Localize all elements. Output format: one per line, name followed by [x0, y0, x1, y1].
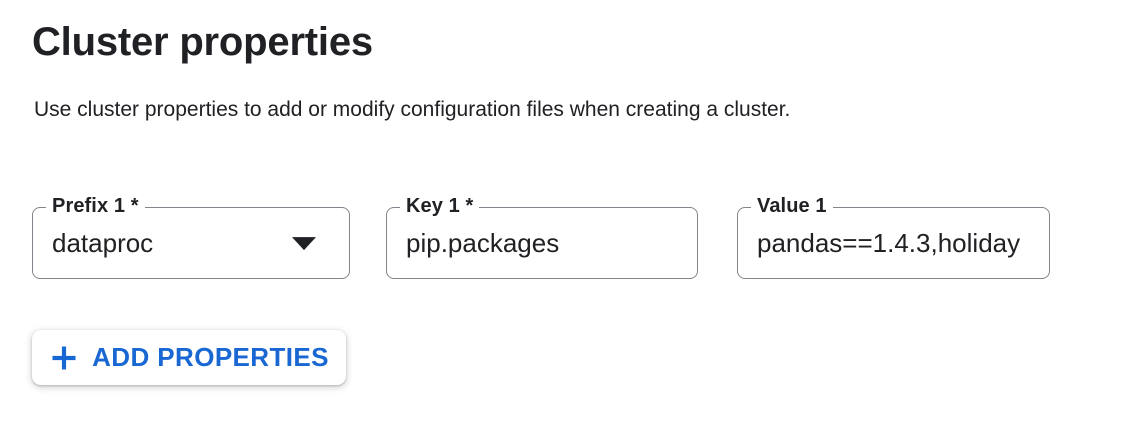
add-properties-button-label: ADD PROPERTIES [92, 342, 329, 372]
prefix-selected-value[interactable]: dataproc [52, 227, 154, 258]
arrow-drop-down-icon[interactable] [292, 237, 316, 251]
prefix-field-label: Prefix 1 * [46, 195, 145, 219]
key-input-value[interactable]: pip.packages [406, 227, 560, 258]
page-title: Cluster properties [32, 20, 373, 64]
value-input-value[interactable]: pandas==1.4.3,holiday [757, 227, 1021, 258]
value-input-field[interactable]: Value 1 pandas==1.4.3,holiday [737, 195, 1050, 279]
plus-icon [52, 346, 76, 369]
value-field-label: Value 1 [751, 195, 833, 219]
prefix-dropdown[interactable]: Prefix 1 * dataproc [32, 195, 350, 279]
key-input-field[interactable]: Key 1 * pip.packages [386, 195, 698, 279]
key-field-label: Key 1 * [400, 195, 480, 219]
add-properties-button[interactable]: ADD PROPERTIES [32, 330, 346, 385]
page-description: Use cluster properties to add or modify … [34, 98, 791, 121]
